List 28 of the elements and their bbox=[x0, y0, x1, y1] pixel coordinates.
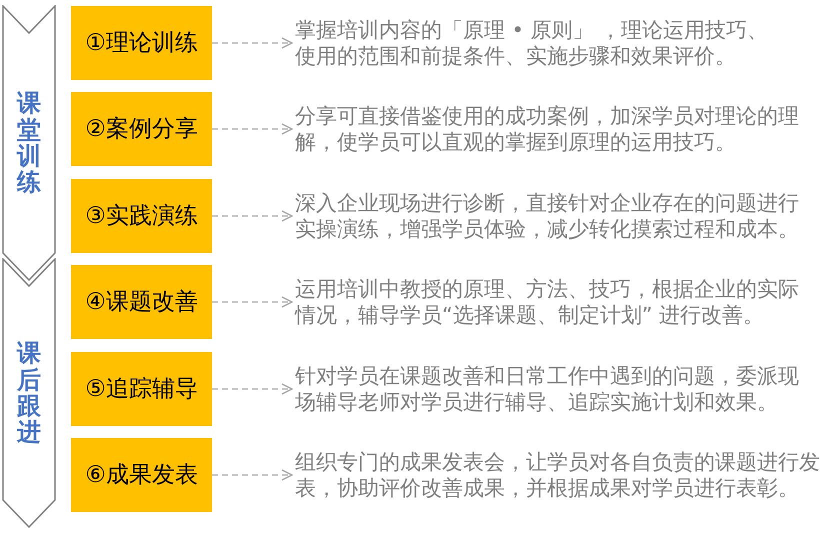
dashed-arrow bbox=[212, 296, 293, 308]
dashed-arrow bbox=[212, 469, 293, 481]
step-box bbox=[71, 438, 212, 512]
phase-banner bbox=[2, 5, 56, 281]
description-text: 运用培训中教授的原理、方法、技巧，根据企业的实际情况，辅导学员“选择课题、制定计划” 进行改善。 bbox=[295, 276, 810, 328]
step-box bbox=[71, 265, 212, 339]
description-text: 针对学员在课题改善和日常工作中遇到的问题，委派现场辅导老师对学员进行辅导、追踪实施计划和效果。 bbox=[295, 363, 810, 415]
step-box bbox=[71, 352, 212, 426]
phase-banner bbox=[2, 258, 56, 528]
step-box bbox=[71, 179, 212, 253]
description-text: 组织专门的成果发表会，让学员对各自负责的课题进行发表，协助评价改善成果，并根据成果对学员进行表彰。 bbox=[295, 449, 820, 501]
step-label: ②案例分享 bbox=[85, 114, 198, 144]
dashed-arrow bbox=[212, 37, 293, 49]
dashed-arrow bbox=[212, 123, 293, 135]
description-text: 分享可直接借鉴使用的成功案例，加深学员对理论的理解，使学员可以直观的掌握到原理的运用技巧。 bbox=[295, 103, 810, 155]
dashed-arrow bbox=[212, 383, 293, 395]
step-label: ⑤追踪辅导 bbox=[85, 374, 198, 404]
step-label: ③实践演练 bbox=[85, 202, 198, 231]
phase-label: 课后跟进 bbox=[17, 340, 41, 446]
description-text: 深入企业现场进行诊断，直接针对企业存在的问题进行实操演练，增强学员体验，减少转化摸索过程和成本。 bbox=[295, 190, 810, 242]
step-label: ④课题改善 bbox=[85, 288, 198, 317]
step-label: ①理论训练 bbox=[85, 28, 198, 58]
step-box bbox=[71, 92, 212, 166]
step-box bbox=[71, 6, 212, 80]
step-label: ⑥成果发表 bbox=[85, 460, 198, 490]
description-text: 掌握培训内容的「原理 • 原则」 ，理论运用技巧、使用的范围和前提条件、实施步骤和效果评价。 bbox=[295, 17, 775, 69]
phase-label: 课堂训练 bbox=[17, 90, 41, 196]
dashed-arrow bbox=[212, 210, 293, 222]
